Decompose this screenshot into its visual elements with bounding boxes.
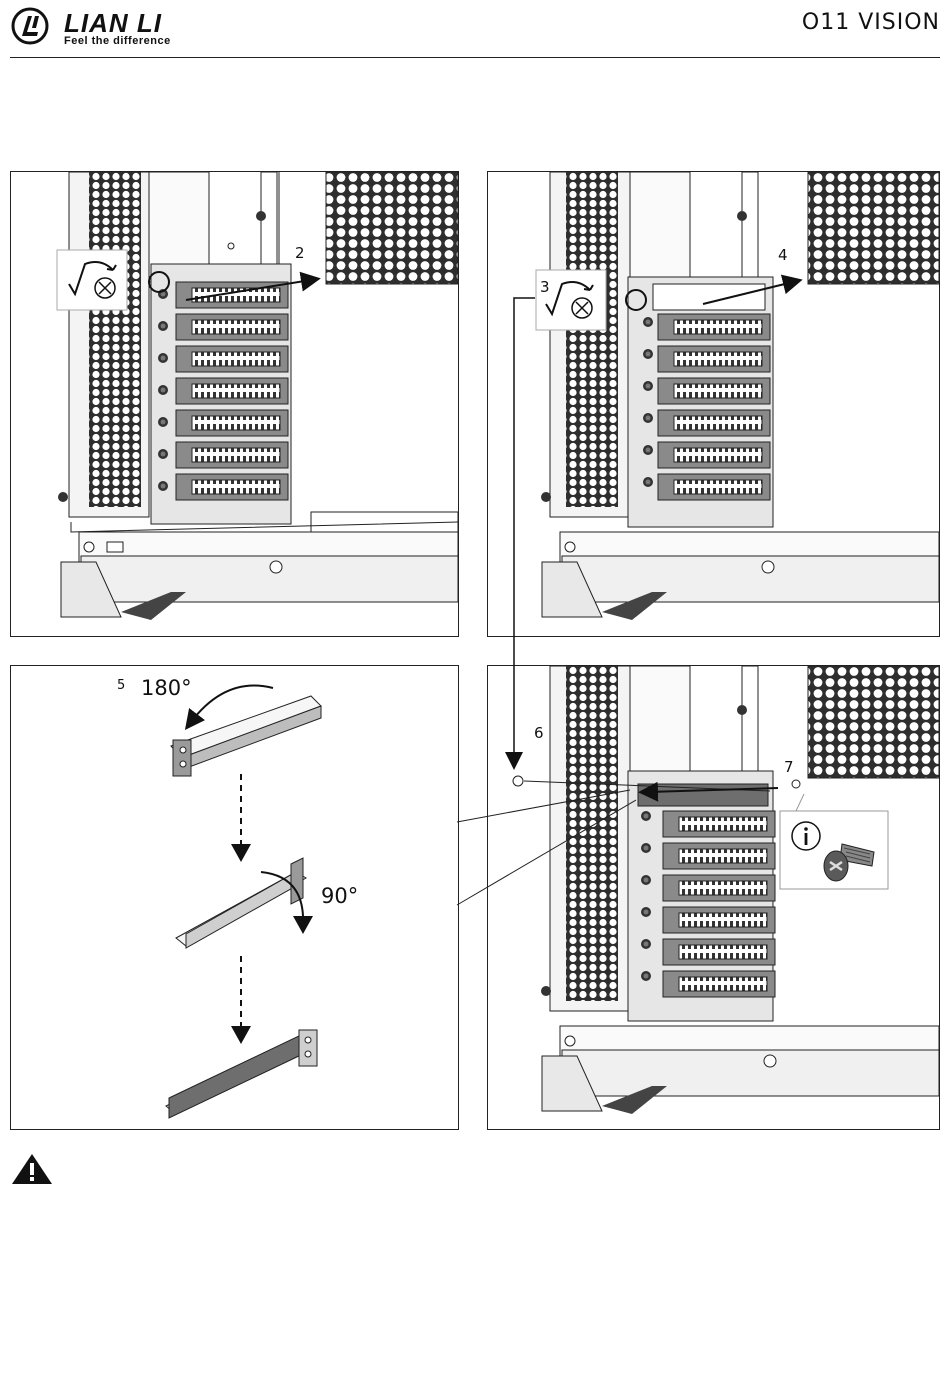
model-name: O11 VISION: [802, 10, 940, 35]
brand-name: LIAN LI: [64, 8, 162, 38]
step-number-3: 3: [540, 278, 550, 296]
warning-triangle-icon: [10, 1152, 54, 1186]
step-panel-remove-cover: 3 4: [487, 171, 940, 637]
case-rear-illustration-2: [488, 172, 939, 636]
step-number-5: 5: [117, 678, 125, 693]
rotation-180-label: 180°: [141, 676, 192, 700]
screw-loosen-icon: [61, 254, 131, 310]
countersunk-screw-icon: [822, 838, 882, 884]
brand-logo: LIAN LI Feel the difference: [8, 6, 188, 46]
info-icon: [788, 818, 824, 854]
step-panel-remove-screw: 2: [10, 171, 459, 637]
page-header: LIAN LI Feel the difference O11 VISION: [0, 0, 950, 60]
header-divider: [10, 57, 940, 58]
step-number-4: 4: [778, 246, 788, 264]
lian-li-logo-icon: [8, 6, 56, 46]
step-panel-rotate-bracket: 5 180° 90°: [10, 665, 459, 1130]
step-panel-install-bracket: 6 7: [487, 665, 940, 1130]
case-rear-illustration-4: [488, 666, 939, 1129]
step-number-7: 7: [784, 758, 794, 776]
rotation-90-label: 90°: [321, 884, 358, 908]
brand-tagline: Feel the difference: [64, 35, 171, 47]
bracket-rotation-illustration: [11, 666, 458, 1129]
step-number-2: 2: [295, 244, 305, 262]
case-rear-illustration-1: [11, 172, 458, 636]
step-number-6: 6: [534, 724, 544, 742]
